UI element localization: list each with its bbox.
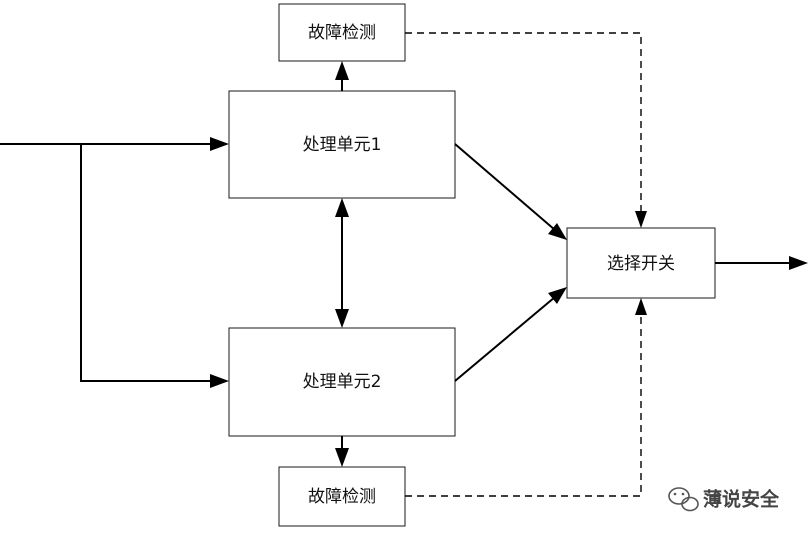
arrow-head <box>635 211 647 228</box>
arrow-head <box>548 287 567 304</box>
arrow-head <box>210 137 229 151</box>
input-branch-to-unit2 <box>80 144 229 388</box>
processing-unit-1-label: 处理单元1 <box>303 135 382 155</box>
arrow-head <box>210 374 229 388</box>
processing-unit-2-label: 处理单元2 <box>303 372 382 392</box>
processing-unit-1-box: 处理单元1 <box>228 90 456 199</box>
wechat-icon <box>668 487 699 512</box>
switch-output-arrow <box>715 256 808 270</box>
selection-switch-label: 选择开关 <box>607 254 675 274</box>
arrow-head <box>789 256 808 270</box>
unit1-to-switch-arrow <box>454 143 567 240</box>
watermark: 薄说安全 <box>668 487 780 512</box>
fault-detect-bottom-box: 故障检测 <box>278 466 406 527</box>
watermark-text: 薄说安全 <box>703 488 780 511</box>
fault-detect-top-box: 故障检测 <box>278 3 406 62</box>
arrow-head <box>335 198 349 217</box>
fault-detect-bottom-label: 故障检测 <box>308 487 376 507</box>
fault-detect-bottom-to-switch-dashed <box>405 298 647 497</box>
arrow-head <box>635 298 647 315</box>
unit1-to-fault-detect-top-arrow <box>335 61 349 91</box>
input-line-to-unit1 <box>0 137 229 151</box>
fault-detect-top-label: 故障检测 <box>308 23 376 43</box>
arrow-head <box>335 309 349 328</box>
arrow-head <box>335 61 349 80</box>
unit2-to-switch-arrow <box>454 287 567 382</box>
selection-switch-box: 选择开关 <box>566 227 716 299</box>
unit2-to-fault-detect-bottom-arrow <box>335 436 349 467</box>
fault-detect-top-to-switch-dashed <box>405 32 647 228</box>
arrow-head <box>335 448 349 467</box>
processing-unit-2-box: 处理单元2 <box>228 327 456 437</box>
unit1-unit2-bidirectional-arrow <box>335 198 349 328</box>
arrow-head <box>548 223 567 240</box>
